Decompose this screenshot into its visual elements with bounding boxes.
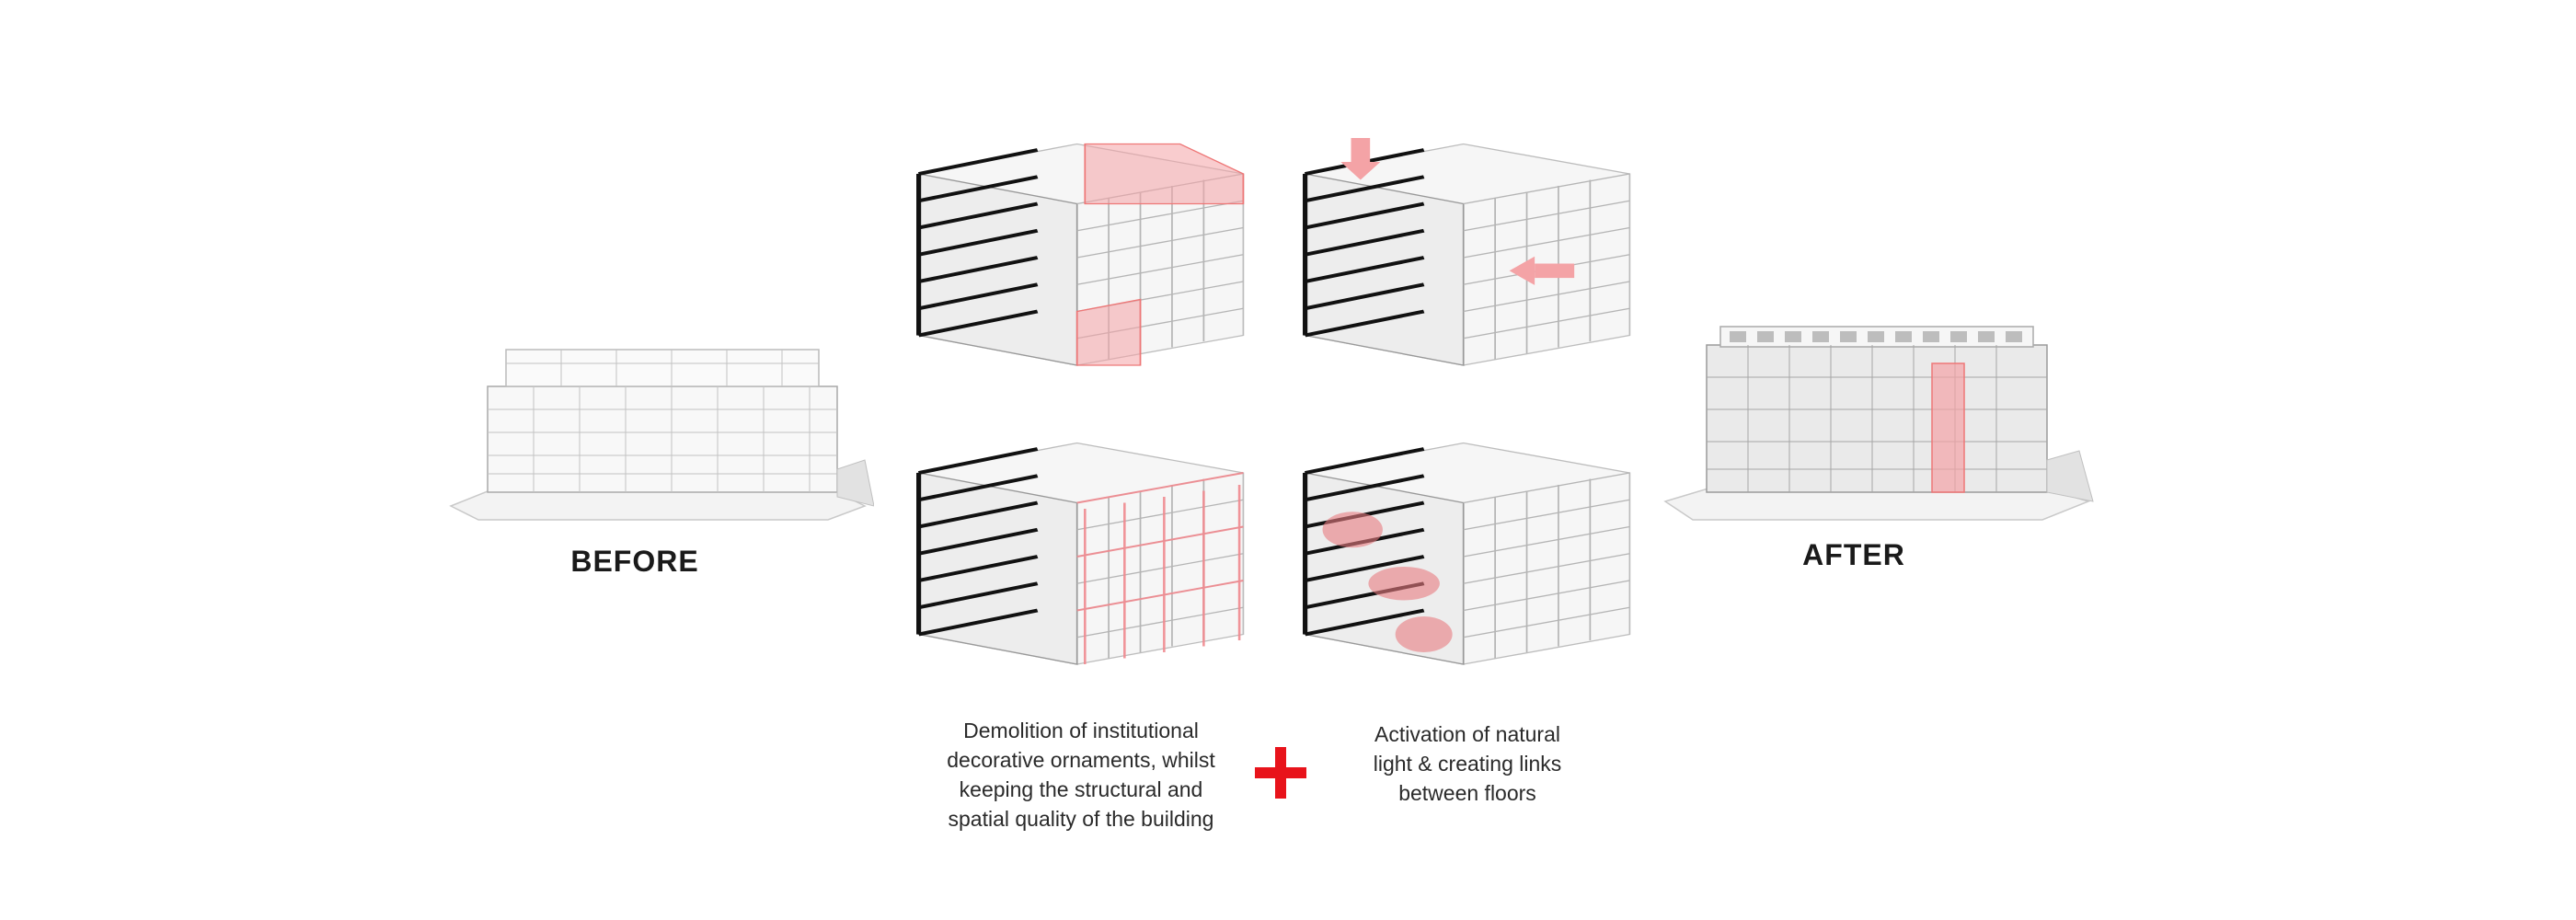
caption-demolition: Demolition of institutional decorative o… bbox=[892, 716, 1270, 834]
caption-line: between floors bbox=[1398, 781, 1536, 805]
caption-line: keeping the structural and bbox=[959, 777, 1203, 801]
after-building-model bbox=[1656, 313, 2098, 529]
before-label: BEFORE bbox=[570, 545, 699, 578]
down-arrow-icon bbox=[1340, 138, 1381, 180]
section-light-top bbox=[1297, 138, 1638, 377]
after-label: AFTER bbox=[1802, 538, 1905, 571]
left-arrow-icon bbox=[1509, 256, 1575, 285]
caption-line: decorative ornaments, whilst bbox=[947, 748, 1215, 772]
caption-line: Activation of natural bbox=[1374, 722, 1560, 746]
before-building-model bbox=[442, 322, 874, 524]
caption-line: spatial quality of the building bbox=[948, 807, 1214, 831]
section-demolition-top bbox=[911, 138, 1251, 377]
caption-line: Demolition of institutional bbox=[963, 719, 1199, 742]
section-demolition-bottom bbox=[911, 437, 1251, 676]
section-light-bottom bbox=[1297, 437, 1638, 676]
caption-line: light & creating links bbox=[1373, 752, 1562, 776]
plus-icon bbox=[1255, 747, 1306, 799]
caption-light-links: Activation of natural light & creating l… bbox=[1306, 719, 1628, 808]
